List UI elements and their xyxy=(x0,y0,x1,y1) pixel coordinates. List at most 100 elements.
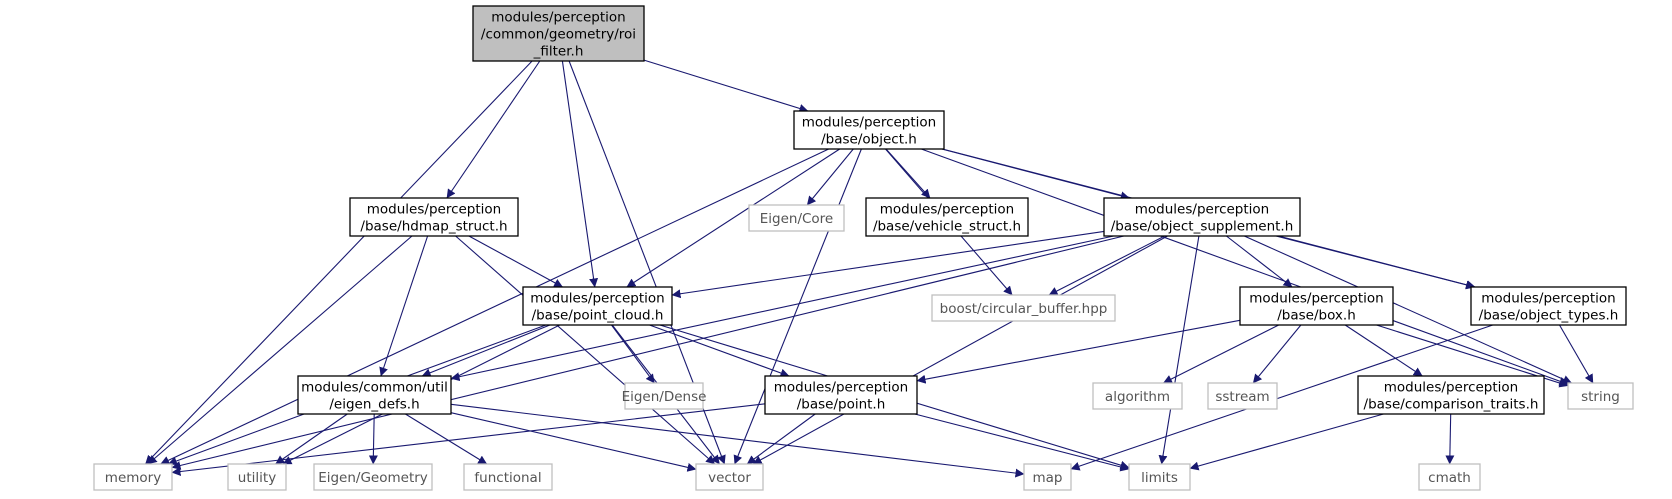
node-label-line: modules/perception xyxy=(1135,201,1269,217)
node-object-supplement[interactable]: modules/perception/base/object_supplemen… xyxy=(1103,197,1301,237)
edge-box-to-sstream xyxy=(1252,324,1302,384)
node-label-line: /common/geometry/roi xyxy=(481,26,636,42)
node-hdmap-struct[interactable]: modules/perception/base/hdmap_struct.h xyxy=(349,197,519,237)
edge-comparison_traits-to-limits xyxy=(1189,413,1384,471)
node-label-line: /base/object_supplement.h xyxy=(1111,218,1294,234)
edge-object-to-point_cloud xyxy=(626,148,840,288)
node-label-line: modules/perception xyxy=(530,290,664,306)
node-label-line: _filter.h xyxy=(533,43,584,59)
edge-roi_filter-to-memory xyxy=(145,60,533,465)
node-box xyxy=(1128,463,1191,491)
edge-eigen_defs-to-utility xyxy=(275,413,348,465)
node-comparison-traits[interactable]: modules/perception/base/comparison_trait… xyxy=(1357,375,1545,415)
edge-object_supplement-to-vector xyxy=(752,235,1168,465)
node-functional: functional xyxy=(463,463,553,491)
node-roi-filter[interactable]: modules/perception/common/geometry/roi_f… xyxy=(472,5,645,62)
node-label-line: /eigen_defs.h xyxy=(329,396,419,412)
edge-object-to-vehicle_struct xyxy=(885,148,931,199)
edge-box-to-algorithm xyxy=(1162,324,1279,384)
node-label-line: modules/perception xyxy=(880,201,1014,217)
node-label-line: limits xyxy=(1141,470,1178,486)
node-label-line: map xyxy=(1033,470,1063,486)
edge-box-to-comparison_traits xyxy=(1344,324,1423,377)
edge-point_cloud-to-eigen_defs xyxy=(421,324,551,378)
edge-object_supplement-to-string xyxy=(1244,235,1573,384)
node-box xyxy=(522,286,673,326)
node-algorithm: algorithm xyxy=(1092,382,1183,410)
edge-roi_filter-to-hdmap_struct xyxy=(446,60,541,199)
node-box xyxy=(695,463,764,491)
edge-box-to-point xyxy=(916,319,1241,384)
node-label-line: /base/comparison_traits.h xyxy=(1364,396,1539,412)
edge-hdmap_struct-to-eigen_defs xyxy=(379,235,429,377)
node-box[interactable]: modules/perception/base/box.h xyxy=(1239,286,1394,326)
node-label-line: utility xyxy=(238,470,276,486)
node-utility: utility xyxy=(227,463,287,491)
node-label-line: cmath xyxy=(1428,470,1471,486)
node-label-line: /base/box.h xyxy=(1277,307,1356,323)
node-box xyxy=(1207,382,1278,410)
edge-eigen_defs-to-eigen_geometry xyxy=(368,413,378,465)
node-label-line: modules/perception xyxy=(367,201,501,217)
node-label-line: Eigen/Dense xyxy=(622,389,707,405)
node-label-line: functional xyxy=(474,470,541,486)
node-box xyxy=(313,463,433,491)
edge-hdmap_struct-to-point_cloud xyxy=(468,235,563,288)
node-map: map xyxy=(1023,463,1072,491)
edge-roi_filter-to-object xyxy=(643,59,809,113)
node-label-line: vector xyxy=(708,470,751,486)
node-label-line: modules/perception xyxy=(802,114,936,130)
node-box xyxy=(865,197,1029,237)
node-label-line: sstream xyxy=(1215,389,1269,405)
edge-object_supplement-to-box xyxy=(1226,235,1293,288)
node-limits: limits xyxy=(1128,463,1191,491)
node-label-line: /base/point.h xyxy=(797,396,886,412)
edge-object_supplement-to-eigen_defs xyxy=(450,235,1114,382)
node-box xyxy=(297,375,452,415)
node-object[interactable]: modules/perception/base/object.h xyxy=(793,110,945,150)
edge-roi_filter-to-point_cloud xyxy=(561,60,599,288)
edge-object_supplement-to-limits xyxy=(1158,235,1200,465)
node-eigen-defs[interactable]: modules/common/util/eigen_defs.h xyxy=(297,375,452,415)
node-point-cloud[interactable]: modules/perception/base/point_cloud.h xyxy=(522,286,673,326)
node-object-types[interactable]: modules/perception/base/object_types.h xyxy=(1470,286,1627,326)
node-eigen-dense: Eigen/Dense xyxy=(622,382,707,410)
edge-object_supplement-to-point_cloud xyxy=(671,230,1105,299)
node-label-line: Eigen/Geometry xyxy=(318,470,428,486)
node-box xyxy=(1567,382,1634,410)
node-box xyxy=(1023,463,1072,491)
node-circular-buffer: boost/circular_buffer.hpp xyxy=(931,294,1116,322)
node-box xyxy=(624,382,704,410)
nodes-layer: modules/perception/common/geometry/roi_f… xyxy=(93,5,1634,491)
node-label-line: modules/perception xyxy=(774,379,908,395)
node-label-line: /base/object.h xyxy=(821,131,917,147)
node-cmath: cmath xyxy=(1418,463,1481,491)
node-label-line: modules/perception xyxy=(1249,290,1383,306)
node-label-line: /base/vehicle_struct.h xyxy=(873,218,1021,234)
node-label-line: /base/object_types.h xyxy=(1479,307,1619,323)
node-label-line: /base/hdmap_struct.h xyxy=(360,218,507,234)
node-box xyxy=(1239,286,1394,326)
edge-point_cloud-to-point xyxy=(649,324,790,378)
node-box xyxy=(1103,197,1301,237)
edge-point-to-vector xyxy=(746,413,816,465)
node-box xyxy=(1357,375,1545,415)
edge-object_types-to-map xyxy=(1070,324,1493,471)
edge-object_supplement-to-memory xyxy=(171,235,1125,470)
node-label-line: algorithm xyxy=(1105,389,1170,405)
node-box xyxy=(1092,382,1183,410)
node-vehicle-struct[interactable]: modules/perception/base/vehicle_struct.h xyxy=(865,197,1029,237)
node-point[interactable]: modules/perception/base/point.h xyxy=(764,375,918,415)
node-box xyxy=(1470,286,1627,326)
node-label-line: /base/point_cloud.h xyxy=(532,307,664,323)
node-memory: memory xyxy=(93,463,173,491)
edge-hdmap_struct-to-memory xyxy=(147,235,413,465)
edge-object-to-vector xyxy=(733,148,862,465)
edge-object-to-string xyxy=(921,148,1569,386)
edge-object-to-memory xyxy=(160,148,829,465)
node-label-line: Eigen/Core xyxy=(760,211,834,227)
edge-point-to-limits xyxy=(914,413,1130,472)
edge-object_types-to-string xyxy=(1559,324,1594,384)
node-label-line: modules/perception xyxy=(1481,290,1615,306)
